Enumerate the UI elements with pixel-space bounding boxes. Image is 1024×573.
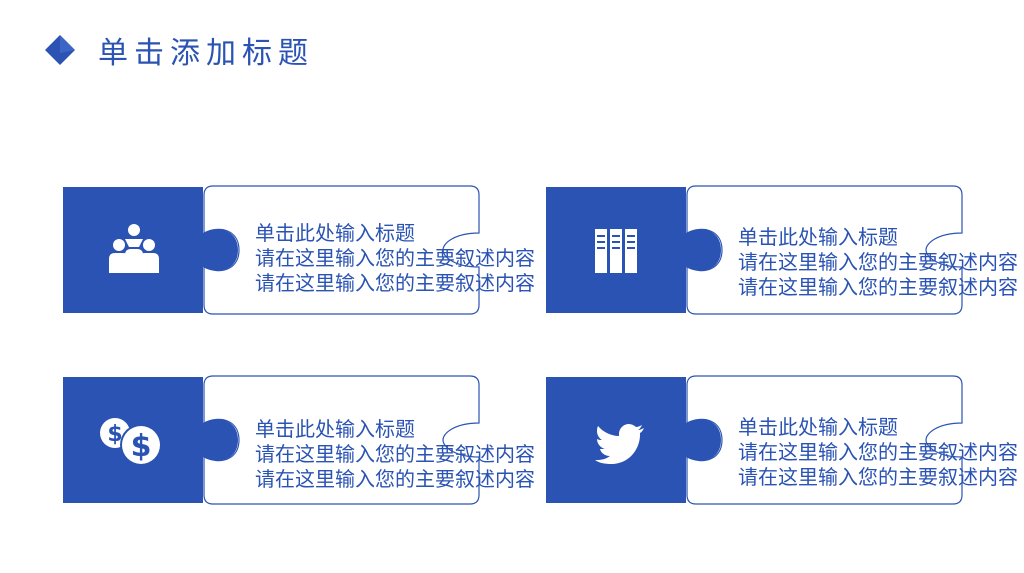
card-body-line[interactable]: 请在这里输入您的主要叙述内容: [738, 440, 1018, 464]
svg-text:$: $: [131, 429, 152, 464]
card-body-line[interactable]: 请在这里输入您的主要叙述内容: [255, 246, 535, 270]
card-heading[interactable]: 单击此处输入标题: [255, 221, 415, 245]
card-text: 单击此处输入标题 请在这里输入您的主要叙述内容 请在这里输入您的主要叙述内容: [738, 225, 1018, 300]
card-text: 单击此处输入标题 请在这里输入您的主要叙述内容 请在这里输入您的主要叙述内容: [738, 415, 1018, 490]
card-body-line[interactable]: 请在这里输入您的主要叙述内容: [255, 467, 535, 491]
puzzle-piece-shape: [63, 375, 480, 505]
card-body-line[interactable]: 请在这里输入您的主要叙述内容: [255, 442, 535, 466]
dollar-coins-icon: $ $: [100, 418, 161, 466]
diamond-bullet-icon: [45, 35, 75, 65]
page-title[interactable]: 单击添加标题: [98, 36, 314, 71]
card-heading[interactable]: 单击此处输入标题: [738, 225, 898, 249]
card-body-line[interactable]: 请在这里输入您的主要叙述内容: [738, 250, 1018, 274]
books-icon: [595, 229, 637, 273]
card-heading[interactable]: 单击此处输入标题: [255, 417, 415, 441]
card-body-line[interactable]: 请在这里输入您的主要叙述内容: [738, 275, 1018, 299]
card-body-line[interactable]: 请在这里输入您的主要叙述内容: [255, 271, 535, 295]
card-heading[interactable]: 单击此处输入标题: [738, 415, 898, 439]
puzzle-card-2: 单击此处输入标题 请在这里输入您的主要叙述内容 请在这里输入您的主要叙述内容: [546, 185, 1018, 315]
puzzle-card-4: 单击此处输入标题 请在这里输入您的主要叙述内容 请在这里输入您的主要叙述内容: [546, 375, 1018, 505]
team-icon: [109, 224, 159, 273]
card-text: 单击此处输入标题 请在这里输入您的主要叙述内容 请在这里输入您的主要叙述内容: [255, 417, 535, 492]
puzzle-card-3: $ $ 单击此处输入标题 请在这里输入您的主要叙述内容 请在这里输入您的主要叙述…: [63, 375, 535, 505]
svg-text:$: $: [107, 422, 122, 447]
card-text: 单击此处输入标题 请在这里输入您的主要叙述内容 请在这里输入您的主要叙述内容: [255, 221, 535, 296]
twitter-bird-icon: [595, 424, 644, 464]
card-body-line[interactable]: 请在这里输入您的主要叙述内容: [738, 465, 1018, 489]
puzzle-card-1: 单击此处输入标题 请在这里输入您的主要叙述内容 请在这里输入您的主要叙述内容: [63, 185, 535, 315]
